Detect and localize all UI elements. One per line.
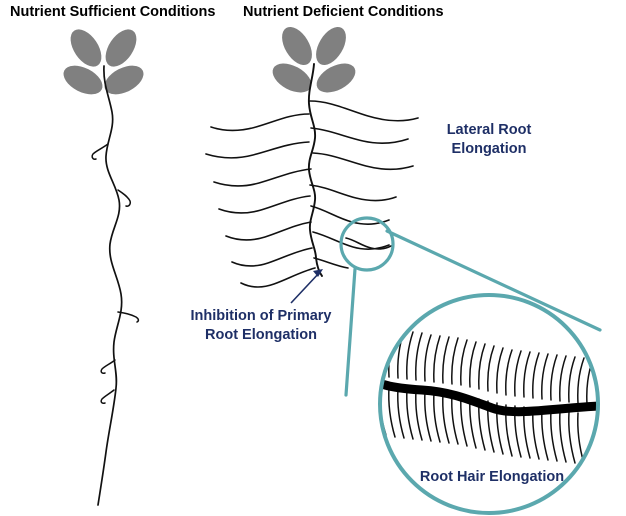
label-lateral-line-2: Elongation <box>451 141 527 157</box>
leaf-upper-left <box>282 26 312 66</box>
magnifier-small-circle <box>339 216 395 272</box>
label-lateral-line-1: Lateral Root <box>446 122 532 138</box>
lateral-root-right-r1 <box>309 100 419 122</box>
label-root-hair-elongation: Root Hair Elongation <box>411 468 573 487</box>
connector-lower <box>344 267 357 397</box>
lateral-root-right-r3 <box>312 152 414 171</box>
lateral-root-right-l3 <box>213 168 312 187</box>
lateral-root-left-2 <box>117 189 131 207</box>
leaf-upper-left <box>70 29 102 67</box>
magnified-root-axis <box>381 365 597 417</box>
lateral-root-right-l4 <box>218 195 311 214</box>
leaf-lower-right <box>316 63 356 93</box>
panel-title-nutrient-sufficient: Nutrient Sufficient Conditions <box>10 4 216 20</box>
lateral-root-right-l2 <box>205 141 310 159</box>
connector-upper <box>385 229 602 332</box>
lateral-root-right-l1 <box>210 113 310 132</box>
lateral-root-left-3 <box>117 311 140 323</box>
magnifier-connector-lines <box>344 229 602 397</box>
inhibition-arrow <box>290 269 323 304</box>
lateral-root-right-r4 <box>309 184 397 202</box>
leaf-lower-left <box>63 65 103 95</box>
label-inhibition-primary-root: Inhibition of Primary Root Elongation <box>186 307 336 345</box>
plant-nutrient-sufficient <box>63 29 144 506</box>
leaf-cluster-right <box>272 26 356 93</box>
lateral-root-magnified-source <box>345 237 392 250</box>
leaf-cluster-left <box>63 29 144 95</box>
lateral-root-left-4 <box>100 359 116 374</box>
leaf-lower-right <box>104 65 144 95</box>
leaf-lower-left <box>272 63 312 93</box>
lateral-root-right-r6 <box>312 231 390 250</box>
panel-title-nutrient-deficient: Nutrient Deficient Conditions <box>243 4 444 20</box>
lateral-root-right-l5 <box>225 221 312 241</box>
primary-root-right <box>307 63 323 277</box>
lateral-root-right-r2 <box>310 127 409 144</box>
lateral-root-right-l7 <box>240 267 316 288</box>
label-roothair-line-1: Root Hair Elongation <box>419 469 565 485</box>
label-inhibition-line-2: Root Elongation <box>205 327 317 343</box>
lateral-root-left-5 <box>100 389 115 404</box>
primary-root-left <box>97 65 123 506</box>
label-lateral-root-elongation: Lateral Root Elongation <box>434 121 544 159</box>
lateral-root-left-1 <box>91 143 109 160</box>
magnifier-large-view <box>378 293 600 515</box>
lateral-root-right-l6 <box>231 247 313 267</box>
magnifier-large-circle-outline <box>378 293 600 515</box>
leaf-upper-right <box>105 29 137 67</box>
lateral-root-right-r7 <box>313 257 349 269</box>
leaf-upper-right <box>316 26 346 66</box>
label-inhibition-line-1: Inhibition of Primary <box>190 308 332 324</box>
plant-nutrient-deficient <box>205 26 419 288</box>
